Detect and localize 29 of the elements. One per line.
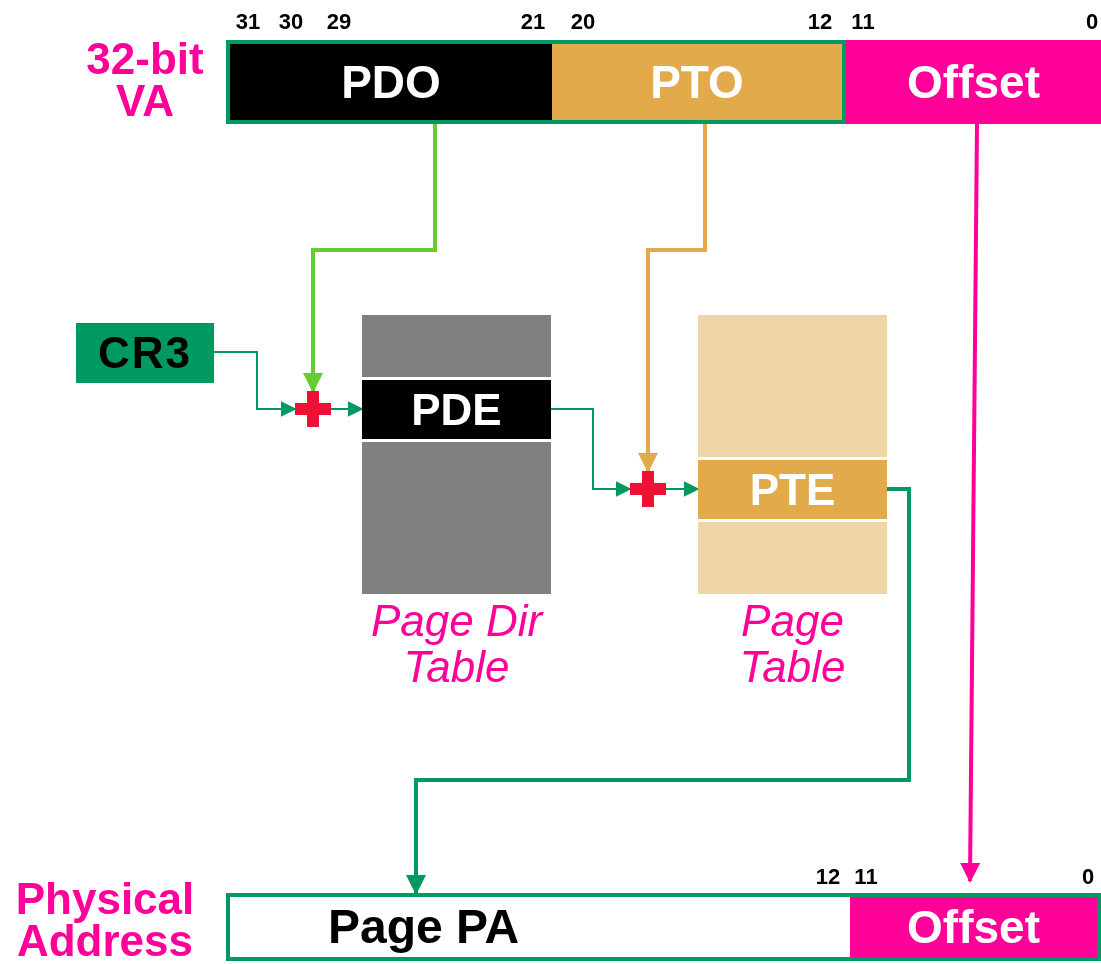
arrow xyxy=(330,401,364,417)
table-caption: Page Dir Table xyxy=(369,598,545,691)
bit-number: 31 xyxy=(235,11,261,33)
register-box: CR3 xyxy=(76,323,214,383)
table-entry: PDE xyxy=(362,377,551,442)
address-title: Physical Address xyxy=(14,878,196,962)
arrow xyxy=(550,408,632,497)
address-field: Offset xyxy=(846,40,1101,124)
bit-number: 30 xyxy=(278,11,304,33)
bit-number: 12 xyxy=(815,866,841,888)
arrow xyxy=(303,124,437,393)
arrow xyxy=(638,124,707,473)
bit-number: 0 xyxy=(1081,866,1095,888)
bit-number: 12 xyxy=(807,11,833,33)
bit-number: 29 xyxy=(326,11,352,33)
address-title: 32-bit VA xyxy=(85,38,205,122)
table-entry: PTE xyxy=(698,457,887,522)
arrow xyxy=(665,481,700,497)
arrow xyxy=(213,351,297,417)
arrow xyxy=(960,124,981,883)
address-field: PTO xyxy=(552,40,846,124)
bit-number: 20 xyxy=(570,11,596,33)
bit-number: 21 xyxy=(520,11,546,33)
bit-number: 11 xyxy=(851,11,875,33)
bit-number: 11 xyxy=(854,866,878,888)
address-field: Offset xyxy=(850,893,1101,961)
bit-number: 0 xyxy=(1085,11,1099,33)
arrow xyxy=(406,487,911,895)
table-caption: Page Table xyxy=(738,598,847,691)
